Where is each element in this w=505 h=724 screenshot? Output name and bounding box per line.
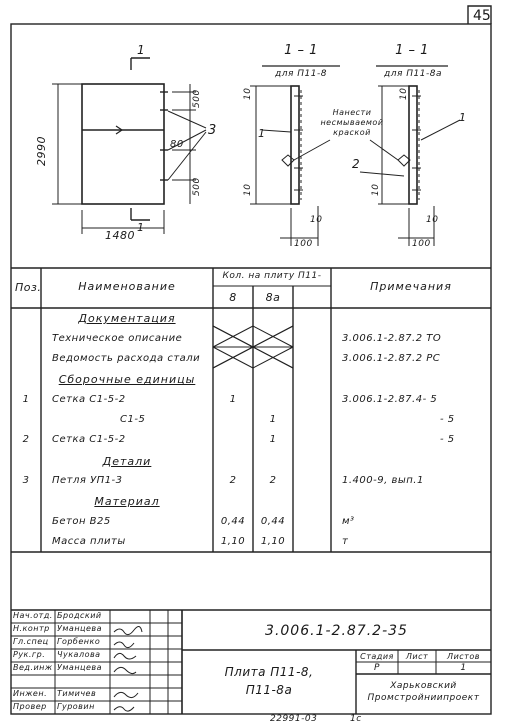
signature-name: Уманцева [57,624,103,633]
signature-name: Горбенко [57,637,101,646]
plan-dimension-top-gap: 500 [192,89,202,108]
row-quantity-8a: 1 [269,413,277,425]
row-section-title: Материал [94,495,160,509]
signature-role: Гл.спец [13,637,49,646]
plan-height-dimension: 2990 [35,136,48,166]
signature-role: Н.контр [13,624,50,633]
row-note: 3.006.1-2.87.2 ТО [342,332,442,344]
header-name: Наименование [78,280,176,293]
row-section-title: Сборочные единицы [58,373,196,387]
row-quantity-8: 1,10 [220,535,246,547]
row-note: - 5 [440,413,455,425]
plan-dimension-middle: 80 [170,139,184,150]
organization-line-2: Промстройниипроект [367,693,480,703]
row-name: Ведомость расхода стали [52,352,201,364]
row-quantity-8: 0,44 [220,515,246,527]
sheets-value: 1 [460,663,467,673]
plan-section-mark-top: 1 [137,43,146,57]
section-b-callout-1: 1 [459,111,467,124]
header-pos: Поз. [15,281,42,294]
row-note: 1.400-9, вып.1 [342,474,424,486]
row-section-title: Детали [102,454,152,468]
organization-line-1: Харьковский [390,681,457,691]
section-b-dimension-width: 100 [412,239,431,249]
signature-name: Тимичев [57,689,97,698]
row-name: Бетон В25 [52,515,111,527]
header-quantity: Кол. на плиту П11- [222,271,322,281]
section-b-title: 1 – 1 [395,43,429,58]
section-b-dimension-top: 10 [399,87,409,100]
document-code: 3.006.1-2.87.2-35 [265,623,408,639]
row-note: м³ [342,515,355,527]
header-notes: Примечания [370,280,452,293]
plan-dimension-bottom-gap: 500 [192,177,202,196]
row-position: 3 [22,474,30,486]
row-quantity-8a: 1,10 [260,535,286,547]
plan-callout-3: 3 [208,123,217,138]
sheet-number: 45 [473,8,491,24]
section-a-callout-1: 1 [258,127,266,140]
paint-annotation-line-1: Нанести [332,108,372,117]
row-name: Техническое описание [52,332,183,344]
section-a-title: 1 – 1 [284,43,318,58]
inventory-number: 22991-03 [270,714,318,724]
signature-role: Инжен. [13,689,48,698]
stage-value: Р [374,663,380,673]
section-a-dimension-bottom: 10 [243,183,253,196]
row-quantity-8: 1 [229,393,237,405]
title-line-1: Плита П11-8, [224,665,314,679]
title-line-2: П11-8а [245,683,293,697]
row-note: - 5 [440,434,455,446]
signature-role: Рук.гр. [13,650,46,659]
paint-annotation: Нанести несмываемой краской [310,108,394,138]
section-a-dimension-top: 10 [243,87,253,100]
row-quantity-8a: 0,44 [260,515,286,527]
plan-section-mark-bottom: 1 [137,221,145,234]
row-quantity-8: 2 [229,474,237,486]
row-position: 2 [22,434,30,446]
signature-name: Чукалова [57,650,101,659]
section-a-dimension-width: 100 [294,239,313,249]
signature-name: Уманцева [57,663,103,672]
row-position: 1 [22,393,30,405]
row-name: Сетка С1-5-2 [52,393,126,405]
plan-width-dimension: 1480 [105,229,135,242]
paint-annotation-line-2: несмываемой [320,118,384,127]
row-name: Сетка С1-5-2 [52,434,126,446]
section-b-subtitle: для П11-8а [384,69,442,79]
row-note: т [342,535,349,547]
sheet-label: Лист [405,652,429,661]
signature-name: Гуровин [57,702,95,711]
sheet-format: 1с [350,714,362,724]
row-name: С1-5 [120,413,146,425]
signature-role: Вед.инж [13,663,53,672]
row-note: 3.006.1-2.87.4- 5 [342,393,438,405]
section-a-dimension-right: 10 [310,215,323,225]
signature-role: Нач.отд. [13,611,53,620]
section-b-dimension-right: 10 [426,215,439,225]
row-section-title: Документация [78,312,176,326]
row-name: Масса плиты [52,535,126,547]
paint-annotation-line-3: краской [333,128,371,137]
signature-name: Бродский [57,611,102,620]
header-quantity-8a: 8а [265,291,281,304]
section-b-dimension-bottom: 10 [371,183,381,196]
row-quantity-8a: 1 [269,434,277,446]
header-quantity-8: 8 [229,291,237,304]
section-b-callout-2: 2 [352,157,361,171]
stage-label: Стадия [360,652,394,661]
section-a-subtitle: для П11-8 [275,69,327,79]
sheets-label: Листов [447,652,480,661]
row-quantity-8a: 2 [269,474,277,486]
signature-role: Провер [13,702,47,711]
row-name: Петля УП1-3 [52,474,123,486]
row-note: 3.006.1-2.87.2 РС [342,352,441,364]
